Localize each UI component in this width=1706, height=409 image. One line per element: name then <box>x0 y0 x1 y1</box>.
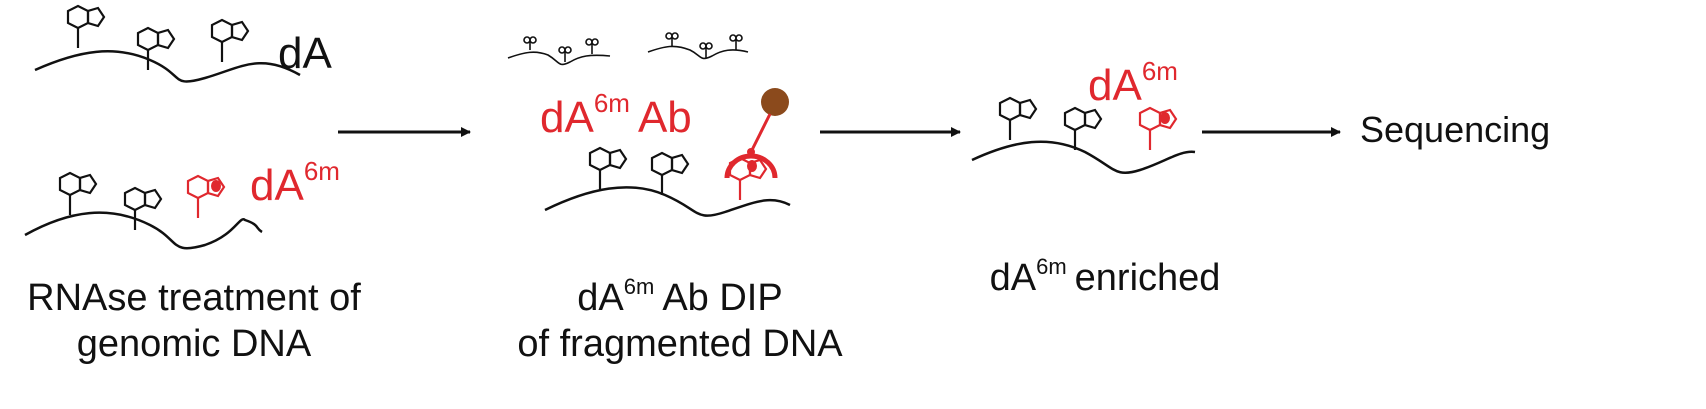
methylated-dna-strand <box>24 171 263 250</box>
methyl-adenine-base-bound <box>728 156 768 202</box>
step2-caption-line2: of fragmented DNA <box>517 323 843 365</box>
fragmented-dna-strand <box>544 146 791 217</box>
sequencing-label: Sequencing <box>1360 109 1550 150</box>
unmethylated-dna-strand <box>34 4 301 83</box>
fragment-small-2 <box>647 32 749 60</box>
methyl-adenine-base <box>186 174 226 220</box>
da-label: dA <box>278 29 332 78</box>
da6m-enriched-label: dA6m <box>1088 56 1178 110</box>
step1-caption-line2: genomic DNA <box>77 323 312 365</box>
step1-caption-line1: RNAse treatment of <box>27 277 361 319</box>
bead <box>761 88 789 116</box>
fragment-small-1 <box>507 36 611 66</box>
antibody <box>724 88 789 179</box>
enriched-dna-strand <box>971 96 1196 175</box>
methyl-adenine-base-enriched <box>1138 106 1178 152</box>
da6m-label: dA6m <box>250 156 340 210</box>
